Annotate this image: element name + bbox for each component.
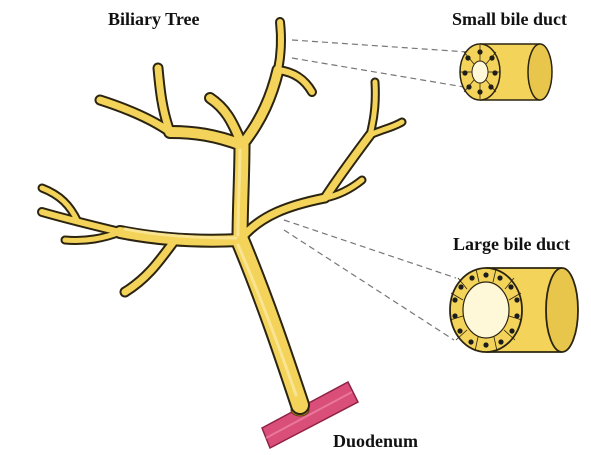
small-bile-duct-illustration xyxy=(460,44,552,100)
leader-line-small-bottom xyxy=(292,58,470,88)
large-bile-duct-illustration xyxy=(450,268,578,352)
label-duodenum: Duodenum xyxy=(333,432,418,450)
leader-line-small-top xyxy=(292,40,468,52)
label-small-bile-duct: Small bile duct xyxy=(452,10,567,28)
label-biliary-tree: Biliary Tree xyxy=(108,10,200,28)
label-large-bile-duct: Large bile duct xyxy=(453,235,570,253)
leader-line-large-top xyxy=(284,220,456,278)
leader-line-large-bottom xyxy=(284,230,454,340)
biliary-tree xyxy=(42,22,402,405)
